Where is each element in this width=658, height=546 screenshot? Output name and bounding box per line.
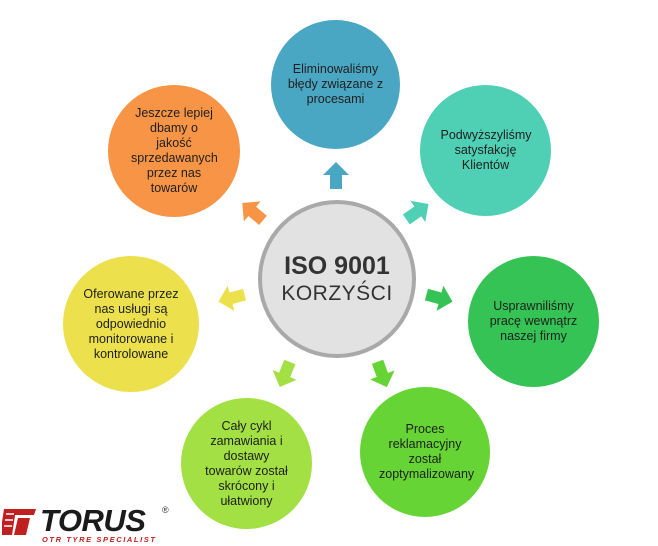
arrow-to-errors bbox=[323, 162, 349, 189]
benefit-circle-ordering: Cały cykl zamawiania i dostawy towarów z… bbox=[181, 398, 312, 529]
arrow-to-work bbox=[424, 285, 453, 311]
benefit-text-satisfaction: Podwyższyliśmy satysfakcję Klientów bbox=[440, 128, 532, 172]
benefit-text-work: Usprawniliśmy pracę wewnątrz naszej firm… bbox=[489, 299, 578, 343]
arrow-to-complaints bbox=[370, 359, 395, 388]
benefit-circle-quality: Jeszcze lepiej dbamy o jakość sprzedawan… bbox=[108, 85, 240, 217]
benefit-text-errors: Eliminowaliśmy błędy związane z procesam… bbox=[287, 62, 384, 106]
logo-tagline: OTR TYRE SPECIALIST bbox=[42, 535, 157, 544]
benefit-text-quality: Jeszcze lepiej dbamy o jakość sprzedawan… bbox=[131, 106, 218, 195]
benefit-circle-errors: Eliminowaliśmy błędy związane z procesam… bbox=[271, 20, 400, 149]
benefit-text-ordering: Cały cykl zamawiania i dostawy towarów z… bbox=[205, 418, 288, 508]
arrow-to-monitoring bbox=[218, 285, 247, 311]
arrow-to-quality bbox=[242, 201, 267, 225]
benefit-text-monitoring: Oferowane przez nas usługi są odpowiedni… bbox=[83, 286, 179, 361]
benefit-circle-monitoring: Oferowane przez nas usługi są odpowiedni… bbox=[63, 256, 199, 392]
benefit-text-complaints: Proces reklamacyjny został zoptymalizowa… bbox=[379, 422, 475, 481]
arrow-to-satisfaction bbox=[402, 200, 429, 225]
logo-wordmark: TORUS bbox=[40, 503, 146, 538]
center-circle: ISO 9001 KORZYŚCI bbox=[258, 200, 416, 358]
logo-emblem bbox=[2, 505, 38, 539]
benefit-circle-work: Usprawniliśmy pracę wewnątrz naszej firm… bbox=[468, 256, 599, 387]
benefit-circle-satisfaction: Podwyższyliśmy satysfakcję Klientów bbox=[420, 85, 551, 216]
center-subtitle: KORZYŚCI bbox=[281, 282, 393, 305]
torus-logo: TORUS ® OTR TYRE SPECIALIST bbox=[2, 503, 172, 545]
arrow-to-ordering bbox=[272, 359, 297, 387]
benefit-circle-complaints: Proces reklamacyjny został zoptymalizowa… bbox=[360, 387, 490, 517]
center-title: ISO 9001 bbox=[284, 252, 390, 280]
logo-registered-mark: ® bbox=[162, 505, 169, 515]
